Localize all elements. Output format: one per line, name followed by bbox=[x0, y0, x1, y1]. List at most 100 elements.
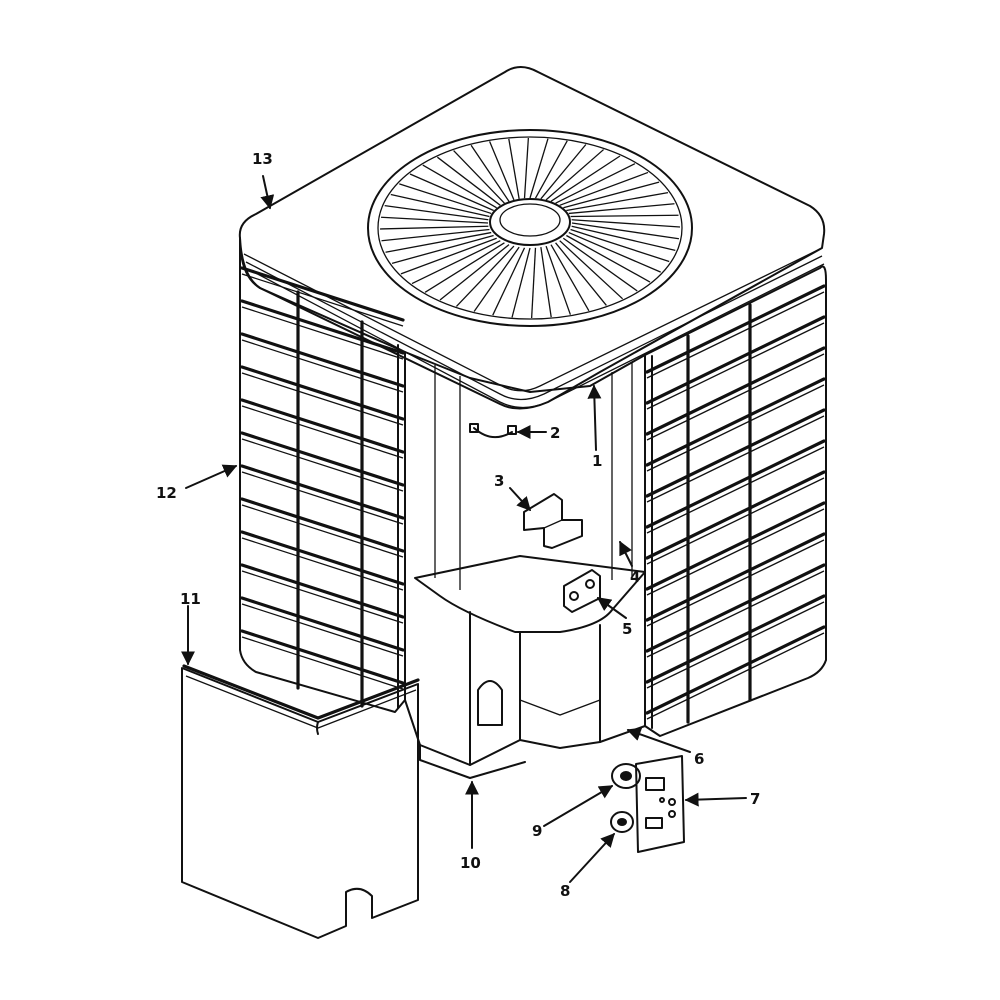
grille-spoke bbox=[385, 231, 492, 253]
coil-fin bbox=[645, 377, 826, 467]
coil-fin-edge bbox=[646, 601, 825, 689]
grille-spoke bbox=[570, 214, 679, 218]
coil-fin bbox=[240, 563, 405, 619]
coil-fin-edge bbox=[241, 504, 404, 558]
coil-fin-edge bbox=[241, 339, 404, 393]
coil-fin-edge bbox=[646, 353, 825, 441]
grille-spoke bbox=[534, 140, 568, 199]
coil-fin-edge bbox=[241, 372, 404, 426]
left-coil-panel bbox=[239, 237, 406, 713]
coil-fin-edge bbox=[241, 306, 404, 360]
grille-spoke bbox=[559, 171, 649, 206]
grille-spoke bbox=[436, 156, 501, 206]
grille-spoke bbox=[381, 216, 489, 224]
fan-grille bbox=[367, 129, 693, 327]
grille-spoke bbox=[384, 205, 489, 221]
grille-spoke bbox=[566, 234, 651, 283]
cabinet-interior bbox=[404, 351, 646, 779]
grille-spoke bbox=[422, 164, 498, 209]
callout-9: 9 bbox=[532, 822, 542, 840]
grille-spoke bbox=[381, 228, 490, 242]
grille-spoke bbox=[470, 144, 510, 202]
grille-spoke bbox=[529, 138, 549, 199]
grille-spoke bbox=[550, 155, 621, 202]
coil-fin-edge bbox=[646, 446, 825, 534]
part-3-control-block bbox=[523, 493, 583, 549]
callout-labels: 13 1 2 3 4 5 6 7 8 9 10 11 12 bbox=[156, 150, 760, 900]
coil-fin bbox=[240, 398, 405, 454]
grille-spoke bbox=[559, 240, 624, 300]
grille-spoke bbox=[562, 237, 638, 292]
coil-fin-edge bbox=[646, 570, 825, 658]
coil-fin-edge bbox=[241, 636, 404, 690]
grille-spoke bbox=[523, 137, 530, 199]
grille-spoke bbox=[511, 247, 531, 318]
coil-fin bbox=[645, 346, 826, 436]
coil-fin-edge bbox=[241, 570, 404, 624]
callout-7: 7 bbox=[750, 790, 760, 808]
coil-fin bbox=[645, 315, 826, 405]
top-cover bbox=[238, 66, 826, 410]
coil-fin-edge bbox=[241, 405, 404, 459]
grille-spoke bbox=[545, 245, 572, 315]
grille-spoke bbox=[473, 246, 520, 312]
callout-5: 5 bbox=[622, 620, 632, 638]
grille-spoke bbox=[540, 247, 552, 318]
part-8-grommet bbox=[610, 811, 634, 833]
coil-fin-edge bbox=[241, 438, 404, 492]
grille-spoke bbox=[400, 237, 497, 275]
coil-fin bbox=[240, 497, 405, 553]
coil-fin-edge bbox=[646, 322, 825, 410]
grille-spoke bbox=[453, 150, 505, 204]
coil-fin-edge bbox=[241, 537, 404, 591]
grille-spoke bbox=[409, 173, 494, 212]
coil-fin bbox=[645, 501, 826, 591]
coil-fin bbox=[645, 625, 826, 715]
grille-spoke bbox=[530, 247, 537, 319]
coil-fin bbox=[645, 408, 826, 498]
callout-leaders bbox=[181, 175, 747, 883]
coil-fin-edge bbox=[646, 539, 825, 627]
callout-3: 3 bbox=[494, 472, 504, 490]
coil-fin bbox=[240, 596, 405, 652]
grille-spoke bbox=[455, 245, 515, 307]
grille-spoke bbox=[566, 192, 669, 212]
coil-fin bbox=[240, 464, 405, 520]
grille-spoke bbox=[563, 181, 660, 209]
grille-spoke bbox=[399, 183, 492, 215]
grille-spoke bbox=[555, 163, 636, 204]
grille-spoke bbox=[390, 193, 490, 218]
coil-fin bbox=[645, 563, 826, 653]
grille-spoke bbox=[379, 225, 489, 230]
coil-fin bbox=[645, 594, 826, 684]
callout-11: 11 bbox=[180, 590, 201, 608]
callout-8: 8 bbox=[560, 882, 570, 900]
grille-spoke bbox=[545, 149, 605, 201]
coil-fin-edge bbox=[646, 291, 825, 379]
part-11-corner-panel bbox=[181, 664, 420, 939]
coil-fin-edge bbox=[241, 603, 404, 657]
grille-spoke bbox=[571, 219, 681, 228]
grille-spoke bbox=[555, 242, 607, 306]
callout-1: 1 bbox=[592, 452, 602, 470]
grille-spoke bbox=[568, 203, 675, 215]
coil-fin-edge bbox=[646, 508, 825, 596]
grille-spoke bbox=[391, 234, 494, 264]
callout-13: 13 bbox=[252, 150, 273, 168]
callout-4: 4 bbox=[630, 568, 640, 586]
coil-fin bbox=[240, 431, 405, 487]
coil-fin bbox=[240, 332, 405, 388]
grille-spoke bbox=[571, 222, 680, 240]
grille-spoke bbox=[568, 231, 661, 273]
coil-fin-edge bbox=[646, 477, 825, 565]
coil-fin bbox=[240, 629, 405, 685]
grille-spoke bbox=[488, 141, 515, 201]
coil-fin-edge bbox=[241, 273, 404, 327]
grille-spoke bbox=[550, 244, 590, 312]
coil-fin-edge bbox=[646, 632, 825, 720]
grille-spoke bbox=[439, 244, 510, 301]
part-9-grommet bbox=[611, 763, 641, 789]
coil-fin bbox=[645, 532, 826, 622]
coil-fin bbox=[645, 439, 826, 529]
